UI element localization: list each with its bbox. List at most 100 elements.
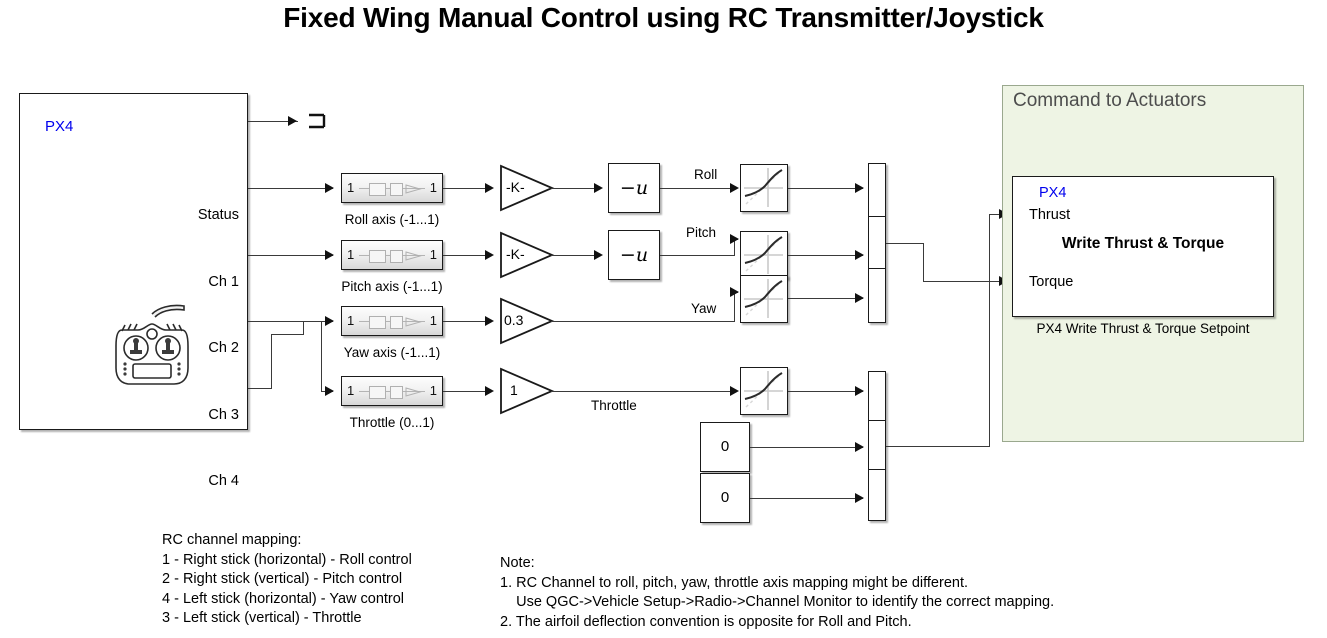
mux-torque-divider-1 bbox=[869, 216, 885, 217]
slider-yaw-knob-b[interactable] bbox=[390, 316, 403, 329]
mux-thrust-divider-1 bbox=[869, 420, 885, 421]
negate-block-roll[interactable]: −u bbox=[608, 163, 660, 213]
port-ch1: Ch 1 bbox=[208, 274, 239, 290]
wire-ch2 bbox=[248, 255, 333, 256]
wire-roll-gain bbox=[443, 188, 492, 189]
gain-roll-label: -K- bbox=[506, 179, 525, 195]
arrow-pitch-gain bbox=[485, 249, 494, 260]
gain-pitch[interactable]: -K- bbox=[499, 231, 555, 279]
slider-roll-caption: Roll axis (-1...1) bbox=[344, 212, 440, 227]
px4-vendor-tag: PX4 bbox=[45, 118, 74, 135]
wire-pitch-lut-b bbox=[734, 239, 735, 256]
arrow-roll-gain bbox=[485, 182, 494, 193]
mux-torque-divider-2 bbox=[869, 268, 885, 269]
slider-pitch-knob-b[interactable] bbox=[390, 250, 403, 263]
arrow-negu-roll bbox=[594, 182, 603, 193]
arrow-mux2-in1 bbox=[855, 385, 864, 396]
constant-zero-1[interactable]: 0 bbox=[700, 422, 750, 472]
wire-pitch-lut-a bbox=[660, 255, 735, 256]
lookup-roll[interactable] bbox=[740, 164, 788, 212]
slider-throttle-knob-b[interactable] bbox=[390, 386, 403, 399]
wire-ch4-c bbox=[271, 334, 304, 335]
arrow-throttle-lut bbox=[730, 385, 739, 396]
wire-throttle-lut bbox=[551, 391, 737, 392]
write-block-center-label: Write Thrust & Torque bbox=[1061, 235, 1225, 252]
arrow-ch4 bbox=[325, 315, 334, 326]
gain-throttle-label: 1 bbox=[510, 382, 518, 398]
wire-roll-lut bbox=[660, 188, 737, 189]
wire-yaw-lut-a bbox=[551, 321, 735, 322]
wire-ch3-b bbox=[321, 321, 322, 391]
wire-ch4-b bbox=[271, 334, 272, 388]
wire-ch4-a bbox=[248, 388, 272, 389]
slider-pitch-axis[interactable]: 1 1 bbox=[341, 240, 443, 270]
slider-yaw-knob-a[interactable] bbox=[369, 316, 386, 329]
write-block-caption: PX4 Write Thrust & Torque Setpoint bbox=[1036, 321, 1250, 336]
signal-label-yaw: Yaw bbox=[691, 301, 717, 316]
arrow-throttle-gain bbox=[485, 385, 494, 396]
px4-rc-source-block[interactable]: PX4 bbox=[19, 93, 248, 489]
wire-ch3-a bbox=[248, 321, 322, 322]
slider-roll-max: 1 bbox=[429, 180, 437, 195]
arrow-mux2-in3 bbox=[855, 492, 864, 503]
wire-lut-mux-pitch bbox=[788, 255, 863, 256]
general-note: Note: 1. RC Channel to roll, pitch, yaw,… bbox=[500, 555, 1055, 630]
rc-transmitter-icon bbox=[108, 300, 196, 390]
slider-roll-knob-b[interactable] bbox=[390, 183, 403, 196]
constant-zero-2-value: 0 bbox=[720, 489, 730, 506]
slider-throttle[interactable]: 1 1 bbox=[341, 376, 443, 406]
mux-thrust-divider-2 bbox=[869, 469, 885, 470]
slider-yaw-min: 1 bbox=[347, 313, 355, 328]
gain-yaw[interactable]: 0.3 bbox=[499, 297, 555, 345]
slider-pitch-max: 1 bbox=[429, 247, 437, 262]
wire-torque-b bbox=[923, 243, 924, 281]
constant-zero-2[interactable]: 0 bbox=[700, 473, 750, 523]
page-title: Fixed Wing Manual Control using RC Trans… bbox=[283, 2, 1044, 33]
px4-write-thrust-torque-block[interactable]: PX4 Thrust Torque Write Thrust & Torque bbox=[1012, 176, 1274, 317]
port-ch2: Ch 2 bbox=[208, 340, 239, 356]
arrow-yaw-gain bbox=[485, 315, 494, 326]
slider-roll-axis[interactable]: 1 1 bbox=[341, 173, 443, 203]
wire-yaw-gain bbox=[443, 321, 492, 322]
signal-label-pitch: Pitch bbox=[686, 225, 717, 240]
signal-label-throttle: Throttle bbox=[591, 398, 637, 413]
arrow-negu-pitch bbox=[594, 249, 603, 260]
wire-status bbox=[248, 121, 298, 122]
slider-yaw-axis[interactable]: 1 1 bbox=[341, 306, 443, 336]
slider-throttle-min: 1 bbox=[347, 383, 355, 398]
slider-pitch-caption: Pitch axis (-1...1) bbox=[341, 279, 443, 294]
negate-block-pitch[interactable]: −u bbox=[608, 230, 660, 280]
arrow-roll-lut bbox=[730, 182, 739, 193]
mux-torque[interactable] bbox=[868, 163, 886, 323]
status-terminator[interactable] bbox=[307, 110, 327, 134]
slider-throttle-caption: Throttle (0...1) bbox=[349, 415, 435, 430]
mux-thrust[interactable] bbox=[868, 371, 886, 521]
subsystem-title: Command to Actuators bbox=[1013, 90, 1207, 111]
wire-lut-mux-roll bbox=[788, 188, 863, 189]
arrow-yaw-lut bbox=[730, 286, 739, 297]
slider-yaw-max: 1 bbox=[429, 313, 437, 328]
wire-yaw-lut-b bbox=[734, 292, 735, 322]
port-ch4: Ch 4 bbox=[208, 473, 239, 489]
arrow-mux1-in1 bbox=[855, 182, 864, 193]
wire-thrust-a bbox=[886, 446, 990, 447]
arrow-mux1-in2 bbox=[855, 249, 864, 260]
px4-vendor-tag-write: PX4 bbox=[1039, 185, 1067, 201]
port-status: Status bbox=[197, 207, 239, 223]
wire-thrust-b bbox=[989, 214, 990, 447]
gain-roll[interactable]: -K- bbox=[499, 164, 555, 212]
signal-label-roll: Roll bbox=[694, 167, 718, 182]
arrow-ch3 bbox=[325, 385, 334, 396]
slider-roll-knob-a[interactable] bbox=[369, 183, 386, 196]
negate-pitch-label: −u bbox=[619, 244, 649, 266]
slider-throttle-knob-a[interactable] bbox=[369, 386, 386, 399]
lookup-pitch[interactable] bbox=[740, 231, 788, 279]
lookup-throttle[interactable] bbox=[740, 367, 788, 415]
wire-gain-negu-pitch bbox=[551, 255, 600, 256]
wire-pitch-gain bbox=[443, 255, 492, 256]
wire-torque-a bbox=[886, 243, 924, 244]
gain-throttle[interactable]: 1 bbox=[499, 367, 555, 415]
slider-roll-min: 1 bbox=[347, 180, 355, 195]
slider-pitch-knob-a[interactable] bbox=[369, 250, 386, 263]
lookup-yaw[interactable] bbox=[740, 275, 788, 323]
